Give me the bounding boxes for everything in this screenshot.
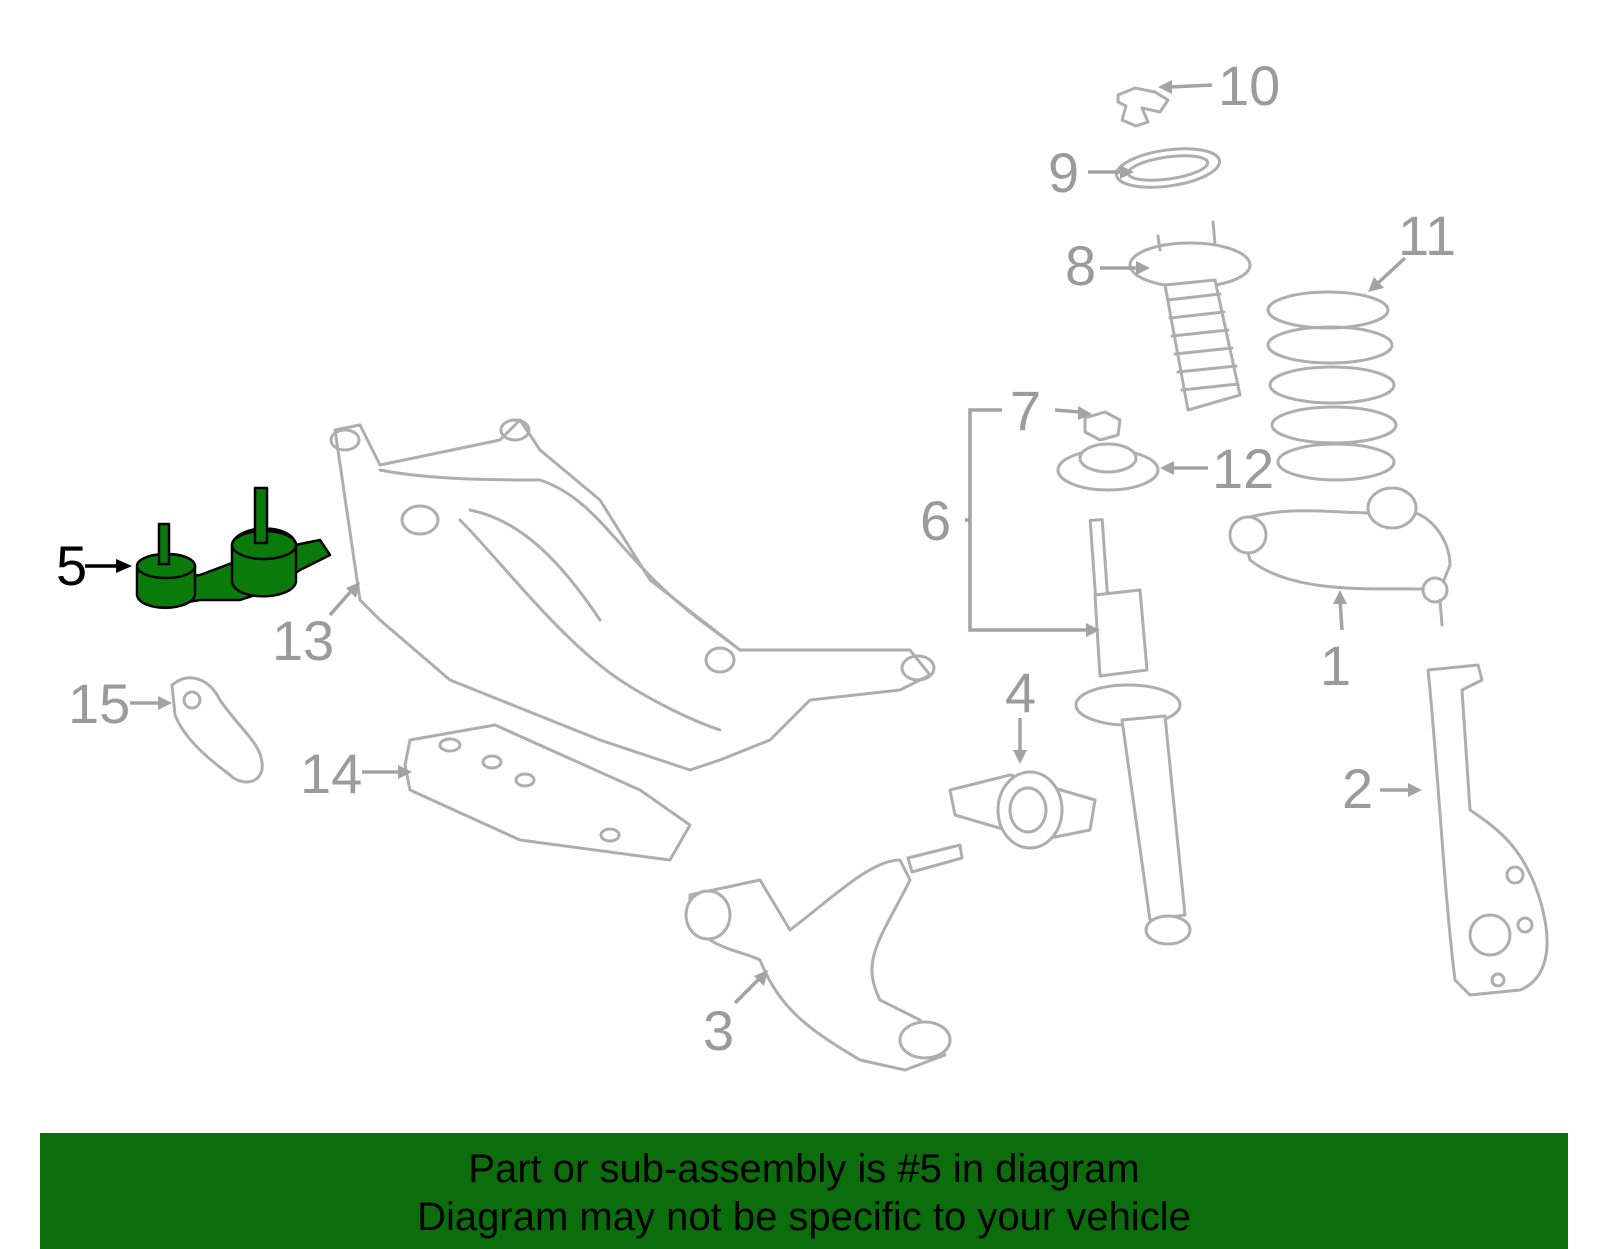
callout-10: 10 (1218, 54, 1280, 117)
callout-15: 15 (68, 672, 130, 735)
callout-1: 1 (1320, 634, 1351, 697)
part-1-upper-control-arm (1228, 486, 1452, 627)
part-10-clip (1116, 86, 1170, 128)
part-9-spring-seat (1114, 147, 1222, 189)
callout-11: 11 (1398, 204, 1456, 267)
callout-3: 3 (703, 999, 734, 1062)
part-13-subframe (329, 418, 936, 772)
banner-line-1: Part or sub-assembly is #5 in diagram (468, 1147, 1140, 1191)
callout-labels: 1 2 3 4 5 6 7 8 9 10 11 12 13 14 15 (56, 54, 1456, 1062)
callout-12: 12 (1212, 437, 1274, 500)
callout-14: 14 (300, 742, 362, 805)
part-8-strut-mount (1128, 220, 1252, 412)
part-2-steering-knuckle (1426, 663, 1549, 997)
part-15-bracket (170, 676, 264, 784)
callout-2: 2 (1342, 757, 1373, 820)
part-11-coil-spring (1266, 290, 1398, 482)
part-4-bushing (948, 770, 1097, 850)
callout-9: 9 (1048, 141, 1079, 204)
part-12-upper-seat (1056, 442, 1160, 492)
part-7-nut (1083, 410, 1122, 442)
callout-13: 13 (272, 609, 334, 672)
info-banner: Part or sub-assembly is #5 in diagram Di… (40, 1133, 1568, 1249)
callout-arrows (85, 80, 1422, 1005)
part-3-lower-control-arm (684, 843, 964, 1072)
callout-6: 6 (920, 489, 951, 552)
callout-4: 4 (1005, 661, 1036, 724)
callout-8: 8 (1065, 234, 1096, 297)
part-6-shock-absorber (1074, 518, 1192, 946)
banner-line-2: Diagram may not be specific to your vehi… (417, 1195, 1191, 1239)
callout-5: 5 (56, 534, 87, 597)
part-5-ball-joint-highlighted (135, 486, 332, 609)
callout-7: 7 (1010, 379, 1041, 442)
